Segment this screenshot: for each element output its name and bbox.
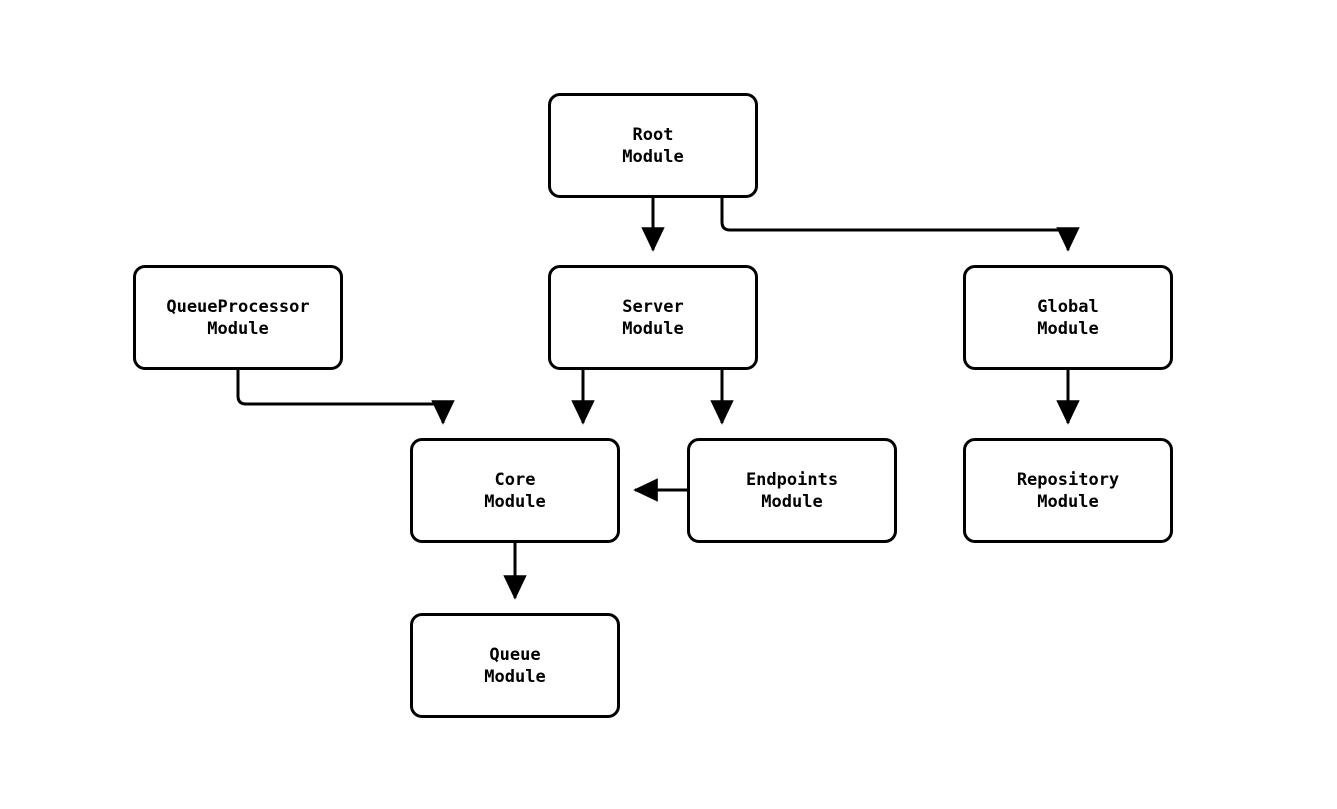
node-label-global-line2: Module: [1037, 318, 1099, 339]
node-label-root-line1: Root: [632, 124, 674, 145]
node-endpoints-module[interactable]: Endpoints Module: [687, 438, 897, 543]
node-label-server-line1: Server: [622, 296, 684, 317]
node-label-global-line1: Global: [1037, 296, 1099, 317]
node-core-module[interactable]: Core Module: [410, 438, 620, 543]
node-server-module[interactable]: Server Module: [548, 265, 758, 370]
node-label-queue-line1: Queue: [489, 644, 541, 665]
node-label-core-line2: Module: [484, 491, 546, 512]
edge-queueprocessor-to-core: [236, 370, 455, 425]
node-queueprocessor-module[interactable]: QueueProcessor Module: [133, 265, 343, 370]
node-queue-module[interactable]: Queue Module: [410, 613, 620, 718]
node-label-repository-line2: Module: [1037, 491, 1099, 512]
node-label-server-line2: Module: [622, 318, 684, 339]
node-label-root-line2: Module: [622, 146, 684, 167]
node-label-queueprocessor-line1: QueueProcessor: [166, 296, 310, 317]
node-label-repository-line1: Repository: [1016, 469, 1120, 490]
node-label-queue-line2: Module: [484, 666, 546, 687]
node-repository-module[interactable]: Repository Module: [963, 438, 1173, 543]
node-label-endpoints-line1: Endpoints: [745, 469, 839, 490]
node-label-core-line1: Core: [494, 469, 536, 490]
node-label-endpoints-line2: Module: [761, 491, 823, 512]
edge-root-to-global: [720, 198, 1080, 252]
node-label-queueprocessor-line2: Module: [207, 318, 269, 339]
node-global-module[interactable]: Global Module: [963, 265, 1173, 370]
node-root-module[interactable]: Root Module: [548, 93, 758, 198]
